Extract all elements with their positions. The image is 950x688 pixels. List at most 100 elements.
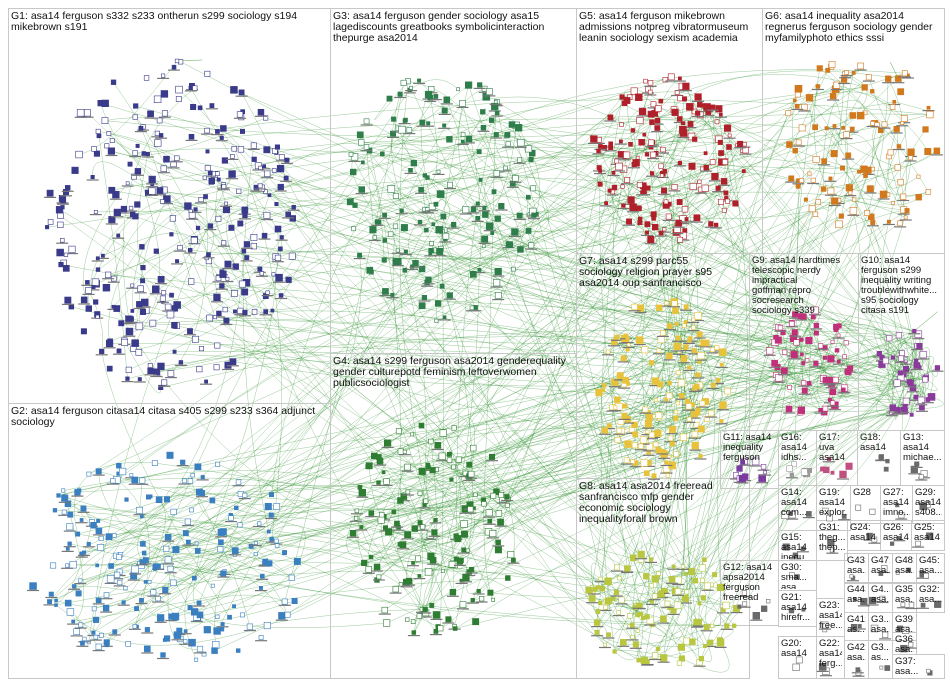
node (293, 557, 301, 565)
node-cluster-g22 (816, 663, 832, 677)
node-label (273, 281, 286, 283)
node (844, 368, 852, 376)
node (475, 201, 480, 206)
node (232, 263, 239, 270)
node (619, 638, 627, 646)
node-label (715, 423, 728, 425)
node-label (158, 385, 171, 387)
node-label (486, 537, 499, 539)
node-label (662, 219, 675, 221)
node-label (471, 220, 484, 222)
node (242, 212, 248, 219)
node (373, 563, 381, 571)
node (666, 352, 673, 360)
node (369, 269, 374, 275)
node-label (788, 335, 801, 337)
node-label (240, 260, 253, 262)
node (590, 135, 598, 143)
node (106, 339, 114, 348)
node (906, 567, 912, 573)
node (478, 596, 485, 602)
node (470, 206, 477, 213)
node (592, 586, 598, 592)
node (667, 73, 675, 81)
node-label (774, 330, 787, 332)
node (829, 388, 837, 396)
node (400, 79, 407, 86)
node-label (847, 580, 859, 582)
node (285, 276, 292, 283)
node (651, 216, 656, 221)
node (135, 349, 143, 356)
node (623, 151, 631, 159)
node (405, 489, 411, 495)
node-label (422, 283, 435, 285)
node (489, 529, 497, 537)
node-label (715, 366, 728, 368)
node (108, 563, 114, 569)
node (717, 198, 724, 205)
node (204, 379, 209, 384)
node (253, 540, 258, 545)
node-label (399, 253, 412, 256)
node (600, 388, 606, 393)
node (904, 208, 910, 214)
node (175, 259, 179, 264)
node (95, 643, 102, 650)
node-label (822, 461, 835, 463)
node (404, 463, 411, 471)
node-label (274, 190, 287, 192)
node-label (696, 406, 709, 408)
node-label (258, 238, 271, 240)
node-label (704, 645, 717, 647)
node (879, 595, 886, 602)
node-label (217, 189, 230, 191)
node (60, 197, 66, 204)
node-label (657, 661, 670, 663)
node-cluster-g8 (585, 550, 743, 667)
node (640, 615, 646, 620)
node (878, 571, 884, 576)
node (849, 126, 855, 132)
node-label (643, 465, 656, 467)
node-label (111, 578, 124, 580)
node (190, 472, 195, 478)
node (220, 570, 227, 577)
node-label (121, 381, 134, 383)
node (257, 266, 263, 272)
node (623, 97, 631, 104)
node (630, 87, 638, 95)
node (889, 104, 896, 110)
node (439, 429, 447, 437)
node (390, 292, 395, 297)
node (866, 185, 874, 193)
node (510, 557, 516, 563)
node (141, 550, 147, 556)
node (619, 122, 624, 127)
node-label (666, 582, 678, 584)
node (710, 104, 716, 110)
node-label (638, 194, 651, 196)
node (682, 637, 690, 645)
node-label (824, 180, 837, 182)
node-label (128, 628, 141, 630)
node (900, 406, 906, 412)
node-cluster-g15 (782, 543, 809, 560)
node (359, 525, 364, 530)
node-label (832, 363, 845, 365)
node (95, 563, 99, 568)
node (67, 511, 74, 518)
node-label (882, 223, 895, 226)
node (902, 397, 910, 405)
node (736, 465, 743, 472)
node (637, 550, 645, 558)
node (893, 379, 901, 387)
node (691, 441, 699, 450)
node (890, 355, 896, 360)
node (671, 184, 678, 191)
node (99, 348, 105, 355)
node (394, 257, 402, 265)
node (643, 470, 650, 477)
node-label (617, 645, 630, 647)
node (219, 135, 224, 140)
